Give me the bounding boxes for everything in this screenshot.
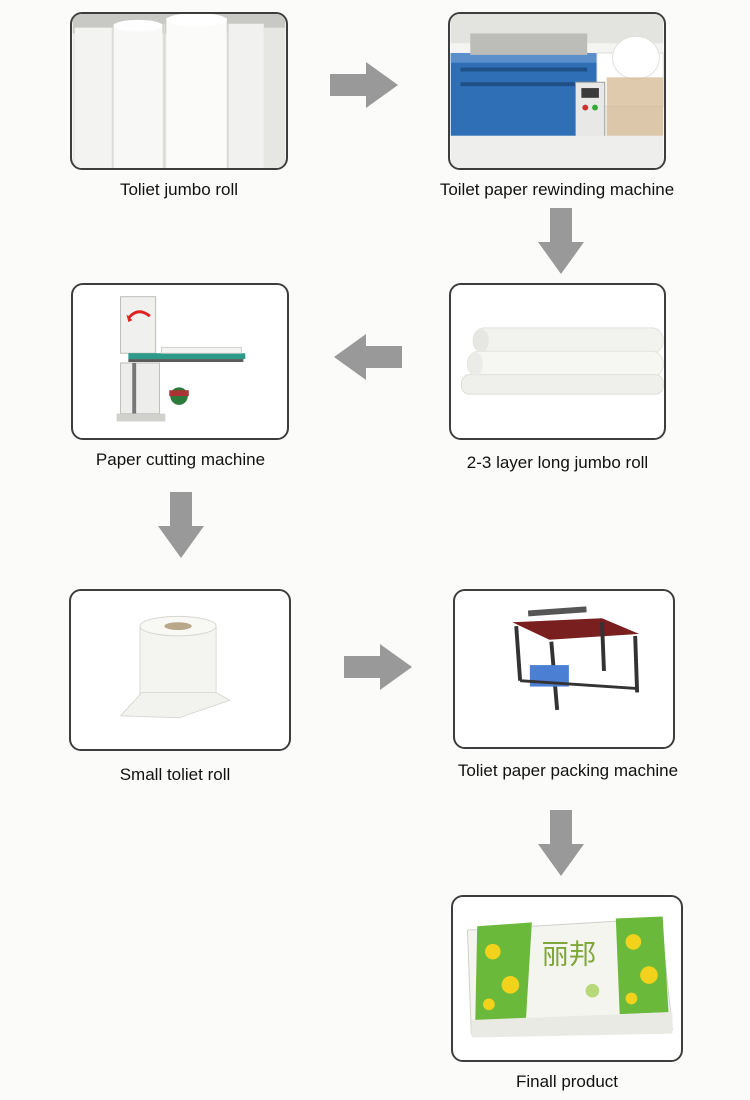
- step-caption-cutting-machine: Paper cutting machine: [95, 450, 266, 469]
- arrow-right-icon: [330, 62, 398, 108]
- cutting-machine-illustration: [73, 285, 287, 438]
- step-image-packing-machine: [453, 589, 675, 749]
- package-brand-text: 丽邦: [542, 939, 597, 970]
- step-image-final-product: 丽邦: [451, 895, 683, 1062]
- step-caption-packing-machine: Toliet paper packing machine: [457, 761, 679, 780]
- step-caption-final-product: Finall product: [515, 1072, 619, 1091]
- jumbo-roll-illustration: [72, 14, 286, 168]
- long-jumbo-roll-illustration: [451, 285, 664, 438]
- step-caption-jumbo-roll: Toliet jumbo roll: [119, 180, 239, 199]
- arrow-right-icon: [344, 644, 412, 690]
- arrow-down-icon: [538, 208, 584, 274]
- step-image-long-jumbo-roll: [449, 283, 666, 440]
- step-image-jumbo-roll: [70, 12, 288, 170]
- rewinding-machine-illustration: [450, 14, 664, 168]
- step-image-rewinding-machine: [448, 12, 666, 170]
- arrow-down-icon: [158, 492, 204, 558]
- packing-machine-illustration: [455, 591, 673, 747]
- arrow-down-icon: [538, 810, 584, 876]
- step-caption-rewinding-machine: Toilet paper rewinding machine: [439, 180, 675, 199]
- step-caption-small-roll: Small toliet roll: [119, 765, 231, 784]
- step-caption-long-jumbo-roll: 2-3 layer long jumbo roll: [466, 453, 649, 472]
- small-roll-illustration: [71, 591, 289, 749]
- step-image-small-roll: [69, 589, 291, 751]
- final-product-illustration: 丽邦: [453, 897, 681, 1060]
- step-image-cutting-machine: [71, 283, 289, 440]
- arrow-left-icon: [334, 334, 402, 380]
